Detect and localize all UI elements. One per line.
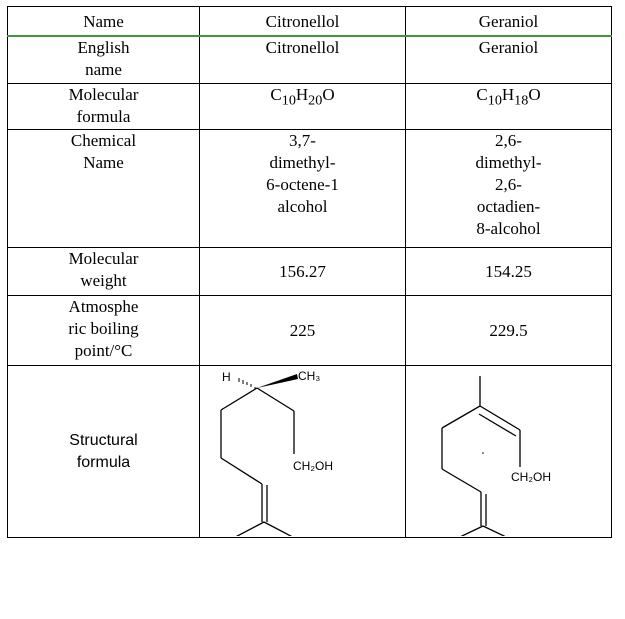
citronellol-structure-cell: H CH₃ CH₂OH [199,365,406,538]
geraniol-structure-diagram: CH₂OH [441,376,551,536]
header-geraniol: Geraniol [405,6,612,37]
english-name-geraniol: Geraniol [405,35,612,84]
english-name-citronellol: Citronellol [199,35,406,84]
formula-label: Molecular formula [7,83,200,130]
row-boiling-point: Atmosphe ric boiling point/°C 225 229.5 [7,295,612,366]
boiling-point-geraniol: 229.5 [405,295,612,366]
row-structural-formula: Structural formula [7,365,612,538]
row-molecular-formula: Molecular formula C10H20O C10H18O [7,83,612,130]
header-citronellol: Citronellol [199,6,406,37]
structural-formula-label: Structural formula [7,365,200,538]
row-chemical-name: Chemical Name 3,7- dimethyl- 6-octene-1 … [7,129,612,248]
compound-comparison-table: Name Citronellol Geraniol English name C… [7,6,612,538]
boiling-point-label: Atmosphe ric boiling point/°C [7,295,200,366]
formula-citronellol: C10H20O [199,83,406,130]
row-molecular-weight: Molecular weight 156.27 154.25 [7,247,612,296]
citronellol-h-label: H [222,370,231,384]
table-header-row: Name Citronellol Geraniol [7,6,612,37]
geraniol-ch2oh-label: CH₂OH [511,470,551,484]
molecular-weight-label: Molecular weight [7,247,200,296]
geraniol-structure-cell: CH₂OH [405,365,612,538]
formula-geraniol: C10H18O [405,83,612,130]
citronellol-ch2oh-label: CH₂OH [293,459,333,473]
boiling-point-citronellol: 225 [199,295,406,366]
chemical-name-citronellol: 3,7- dimethyl- 6-octene-1 alcohol [199,129,406,248]
chemical-name-label: Chemical Name [7,129,200,248]
citronellol-ch3-label: CH₃ [298,369,320,383]
molecular-weight-geraniol: 154.25 [405,247,612,296]
molecular-weight-citronellol: 156.27 [199,247,406,296]
english-name-label: English name [7,35,200,84]
row-english-name: English name Citronellol Geraniol [7,35,612,84]
chemical-name-geraniol: 2,6- dimethyl- 2,6- octadien- 8-alcohol [405,129,612,248]
header-name: Name [7,6,200,37]
citronellol-structure-diagram: H CH₃ CH₂OH [220,369,333,536]
